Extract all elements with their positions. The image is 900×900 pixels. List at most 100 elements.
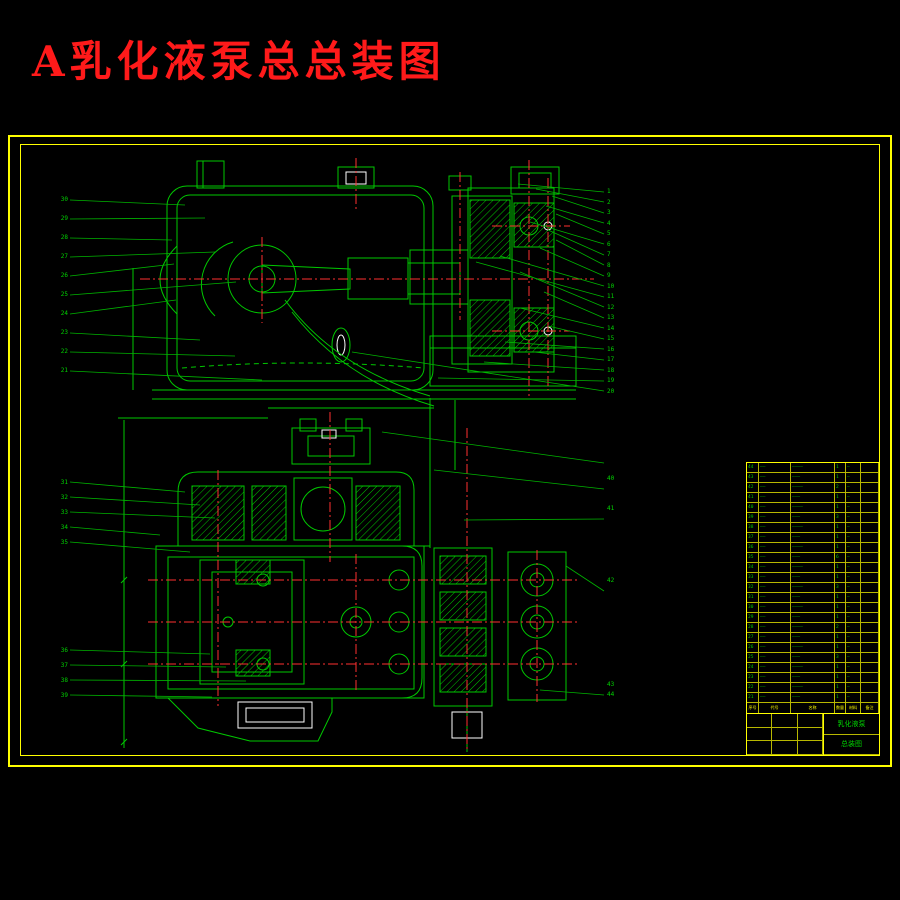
part-remark-cell — [861, 693, 879, 702]
part-name-cell: ———— — [791, 603, 835, 612]
part-material-cell: — — [846, 683, 861, 692]
part-no-cell: 44 — [747, 463, 759, 472]
part-code-cell: —— — [759, 463, 791, 472]
part-no-cell: 26 — [747, 643, 759, 652]
part-remark-cell — [861, 643, 879, 652]
part-code-cell: —— — [759, 503, 791, 512]
dimension-lines — [118, 268, 434, 748]
part-remark-cell — [861, 663, 879, 672]
part-code-cell: —— — [759, 613, 791, 622]
part-code-cell: —— — [759, 473, 791, 482]
leader-lines-top-left — [69, 199, 263, 381]
part-no-cell: 32 — [747, 583, 759, 592]
part-no-cell: 43 — [747, 473, 759, 482]
part-code-cell: —— — [759, 643, 791, 652]
part-name-cell: ———— — [791, 483, 835, 492]
part-remark-cell — [861, 493, 879, 502]
part-qty-cell: 1 — [835, 663, 846, 672]
part-no-cell: 34 — [747, 563, 759, 572]
parts-list-row: 40 —— ———— 1 — — [747, 503, 879, 513]
part-callout-number: 6 — [607, 240, 611, 248]
part-callout-number: 1 — [607, 188, 611, 195]
part-material-cell: — — [846, 673, 861, 682]
parts-list-row: 22 —— ———— 1 — — [747, 683, 879, 693]
part-callout-number: 28 — [60, 234, 68, 241]
parts-list-row: 42 —— ———— 2 — — [747, 483, 879, 493]
part-material-cell: — — [846, 543, 861, 552]
part-material-cell: — — [846, 583, 861, 592]
part-material-cell: — — [846, 513, 861, 522]
parts-list-row: 28 —— ———— 2 — — [747, 623, 879, 633]
part-code-cell: —— — [759, 633, 791, 642]
part-remark-cell — [861, 563, 879, 572]
part-name-cell: ——— — [791, 473, 835, 482]
part-qty-cell: 1 — [835, 643, 846, 652]
part-code-cell: —— — [759, 513, 791, 522]
part-callout-number: 38 — [60, 677, 68, 684]
part-qty-cell: 1 — [835, 493, 846, 502]
part-callout-number: 15 — [607, 335, 615, 342]
part-qty-cell: 1 — [835, 563, 846, 572]
part-no-cell: 27 — [747, 633, 759, 642]
leader-lines-bottom-right — [381, 431, 605, 696]
part-no-cell: 35 — [747, 553, 759, 562]
part-code-cell: —— — [759, 553, 791, 562]
parts-list-row: 34 —— ———— 1 — — [747, 563, 879, 573]
part-callout-number: 18 — [607, 366, 615, 374]
part-callout-number: 36 — [60, 647, 68, 654]
parts-list-row: 32 —— ———— 3 — — [747, 583, 879, 593]
part-code-cell: —— — [759, 573, 791, 582]
leader-lines-top-right — [351, 183, 605, 392]
part-callout-number: 24 — [60, 310, 68, 317]
top-view-centerlines — [140, 158, 594, 396]
part-material-cell: — — [846, 553, 861, 562]
part-qty-cell: 1 — [835, 473, 846, 482]
part-name-cell: ——— — [791, 633, 835, 642]
part-name-cell: ———— — [791, 543, 835, 552]
part-callout-number: 2 — [607, 198, 611, 206]
part-material-cell: — — [846, 593, 861, 602]
part-code-cell: —— — [759, 583, 791, 592]
bottom-view-centerlines — [148, 412, 580, 750]
part-code-cell: —— — [759, 683, 791, 692]
part-qty-cell: 6 — [835, 553, 846, 562]
part-callout-number: 31 — [60, 479, 68, 486]
part-no-cell: 40 — [747, 503, 759, 512]
part-qty-cell: 1 — [835, 603, 846, 612]
part-name-cell: ——— — [791, 613, 835, 622]
part-code-cell: —— — [759, 493, 791, 502]
part-qty-cell: 3 — [835, 583, 846, 592]
part-no-cell: 37 — [747, 533, 759, 542]
drawing-frame-outer — [8, 135, 892, 767]
part-name-cell: ——— — [791, 593, 835, 602]
parts-list-row: 38 —— ———— 1 — — [747, 523, 879, 533]
part-name-cell: ———— — [791, 463, 835, 472]
part-material-cell: — — [846, 463, 861, 472]
part-qty-cell: 1 — [835, 693, 846, 702]
part-name-cell: ———— — [791, 503, 835, 512]
part-code-cell: —— — [759, 593, 791, 602]
part-material-cell: — — [846, 483, 861, 492]
part-qty-cell: 2 — [835, 483, 846, 492]
title-block-name-area: 乳化液泵 总装图 — [824, 714, 879, 755]
part-material-cell: — — [846, 623, 861, 632]
part-name-cell: ——— — [791, 653, 835, 662]
parts-list-row: 36 —— ———— 1 — — [747, 543, 879, 553]
part-no-cell: 21 — [747, 693, 759, 702]
parts-list-row: 26 —— ———— 1 — — [747, 643, 879, 653]
part-name-cell: ———— — [791, 663, 835, 672]
parts-list-header-cell: 代号 — [759, 703, 791, 713]
part-no-cell: 38 — [747, 523, 759, 532]
part-callout-number: 33 — [60, 509, 68, 516]
part-callout-number: 29 — [60, 215, 68, 222]
part-qty-cell: 1 — [835, 543, 846, 552]
part-remark-cell — [861, 683, 879, 692]
drawing-frame-inner — [20, 144, 880, 756]
part-no-cell: 25 — [747, 653, 759, 662]
part-callout-number: 40 — [607, 475, 615, 482]
part-name-cell: ——— — [791, 533, 835, 542]
part-material-cell: — — [846, 613, 861, 622]
part-callout-number: 32 — [60, 494, 68, 501]
part-callout-number: 37 — [60, 662, 68, 669]
